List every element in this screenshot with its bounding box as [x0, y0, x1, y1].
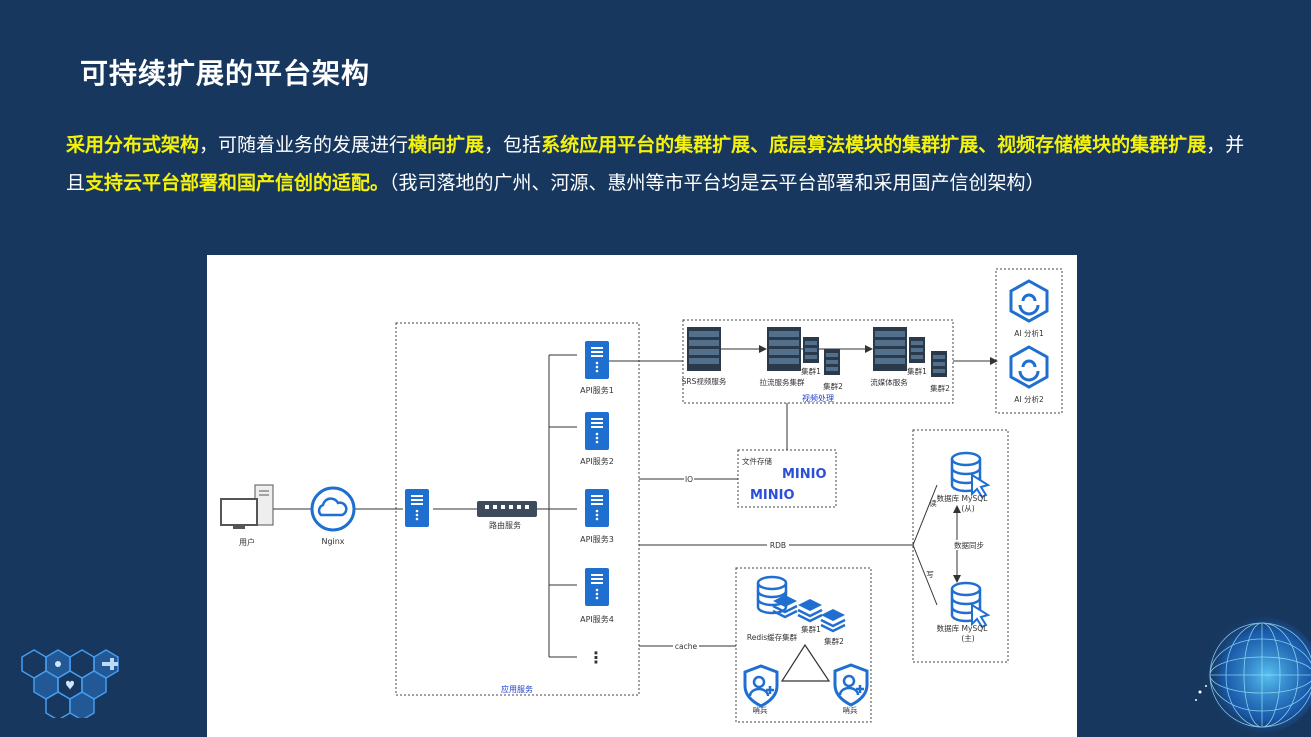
- mysql-slave-icon: [950, 451, 990, 499]
- para-seg-7: 支持云平台部署和国产信创的适配。: [85, 172, 390, 194]
- mysql-master-label: 数据库 MySQL: [937, 623, 988, 633]
- app-service-label: 应用服务: [501, 684, 533, 694]
- srs-label: SRS视频服务: [682, 376, 727, 386]
- pull-cluster-1-label: 集群1: [801, 366, 821, 376]
- nginx-icon: [310, 486, 356, 532]
- para-seg-5: 系统应用平台的集群扩展、底层算法模块的集群扩展、视频存储模块的集群扩展: [541, 134, 1207, 156]
- para-seg-8: （我司落地的广州、河源、惠州等市平台均是云平台部署和采用国产信创架构）: [389, 172, 1045, 194]
- para-seg-6: ，并且: [66, 134, 1245, 194]
- api-server-4-label: API服务4: [580, 614, 614, 624]
- para-seg-2: ，可随着业务的发展进行: [199, 134, 409, 156]
- ai-analysis-2-label: AI 分析2: [1014, 394, 1044, 404]
- media-label: 流媒体服务: [870, 377, 908, 387]
- sentinel-2-label: 哨兵: [843, 705, 858, 715]
- api-server-3-label: API服务3: [580, 534, 614, 544]
- minio-2-label: MINIO: [750, 488, 795, 503]
- router-label: 路由服务: [489, 520, 521, 530]
- media-cluster-2-icon: [931, 351, 947, 377]
- nginx-label: Nginx: [321, 537, 344, 546]
- mysql-slave-label: 数据库 MySQL: [937, 493, 988, 503]
- pull-cluster-2-icon: [824, 349, 840, 375]
- globe-decoration: [1195, 617, 1311, 733]
- redis-cluster-2-label: 集群2: [824, 636, 844, 646]
- ai-analysis-1-icon: [1009, 279, 1049, 323]
- read-label: 读: [929, 498, 937, 508]
- medical-icons-decoration: [21, 649, 119, 718]
- redis-cluster-2-icon: [819, 607, 847, 633]
- srs-server-icon: [687, 327, 721, 371]
- ai-analysis-1-label: AI 分析1: [1014, 328, 1044, 338]
- redis-cluster-label: Redis缓存集群: [747, 632, 798, 642]
- mysql-slave-role: (从): [961, 504, 974, 513]
- media-cluster-1-label: 集群1: [907, 366, 927, 376]
- write-label: 写: [926, 570, 934, 579]
- api-server-3-icon: [585, 489, 609, 527]
- para-seg-3: 横向扩展: [408, 134, 485, 156]
- api-more-ellipsis: ⋮: [588, 648, 604, 667]
- api-server-1-icon: [585, 341, 609, 379]
- sentinel-1-label: 哨兵: [753, 705, 768, 715]
- sentinel-2-icon: [833, 663, 869, 707]
- sentinel-1-icon: [743, 664, 779, 708]
- pull-cluster-1-icon: [803, 337, 819, 363]
- ai-analysis-2-icon: [1009, 345, 1049, 389]
- pull-cluster-label: 拉流服务集群: [760, 377, 805, 387]
- media-cluster-2-label: 集群2: [930, 383, 950, 393]
- para-seg-4: ，包括: [484, 134, 542, 156]
- media-cluster-1-icon: [909, 337, 925, 363]
- architecture-diagram: 用户 Nginx 路由服务 API服务1 API服务2 API服务3 API服务…: [207, 255, 1077, 737]
- mysql-master-icon: [950, 581, 990, 629]
- video-processing-label: 视频处理: [802, 393, 834, 403]
- api-server-4-icon: [585, 568, 609, 606]
- gateway-server-icon: [405, 489, 429, 527]
- file-storage-label: 文件存储: [742, 456, 772, 466]
- cache-label: cache: [675, 642, 698, 651]
- page-title: 可持续扩展的平台架构: [80, 57, 371, 90]
- redis-cluster-1-label: 集群1: [801, 624, 821, 634]
- io-label: IO: [685, 475, 693, 484]
- pull-server-icon: [767, 327, 801, 371]
- api-server-2-icon: [585, 412, 609, 450]
- rdb-label: RDB: [770, 541, 786, 550]
- sentinel-triangle: [780, 643, 831, 682]
- router-switch-icon: [477, 501, 537, 517]
- api-server-1-label: API服务1: [580, 385, 614, 395]
- mysql-master-role: (主): [961, 633, 974, 643]
- para-seg-1: 采用分布式架构: [66, 134, 200, 156]
- pull-cluster-2-label: 集群2: [823, 381, 843, 391]
- minio-1-label: MINIO: [782, 467, 827, 482]
- redis-group: [735, 567, 872, 723]
- user-label: 用户: [239, 537, 255, 547]
- redis-cluster-1-icon: [796, 597, 824, 623]
- redis-cluster-icon: [756, 575, 798, 619]
- description-paragraph: 采用分布式架构，可随着业务的发展进行横向扩展，包括系统应用平台的集群扩展、底层算…: [66, 126, 1256, 202]
- api-server-2-label: API服务2: [580, 456, 614, 466]
- media-server-icon: [873, 327, 907, 371]
- data-sync-label: 数据同步: [954, 540, 984, 550]
- user-computer-icon: [220, 484, 274, 529]
- ai-analysis-group: [995, 268, 1063, 414]
